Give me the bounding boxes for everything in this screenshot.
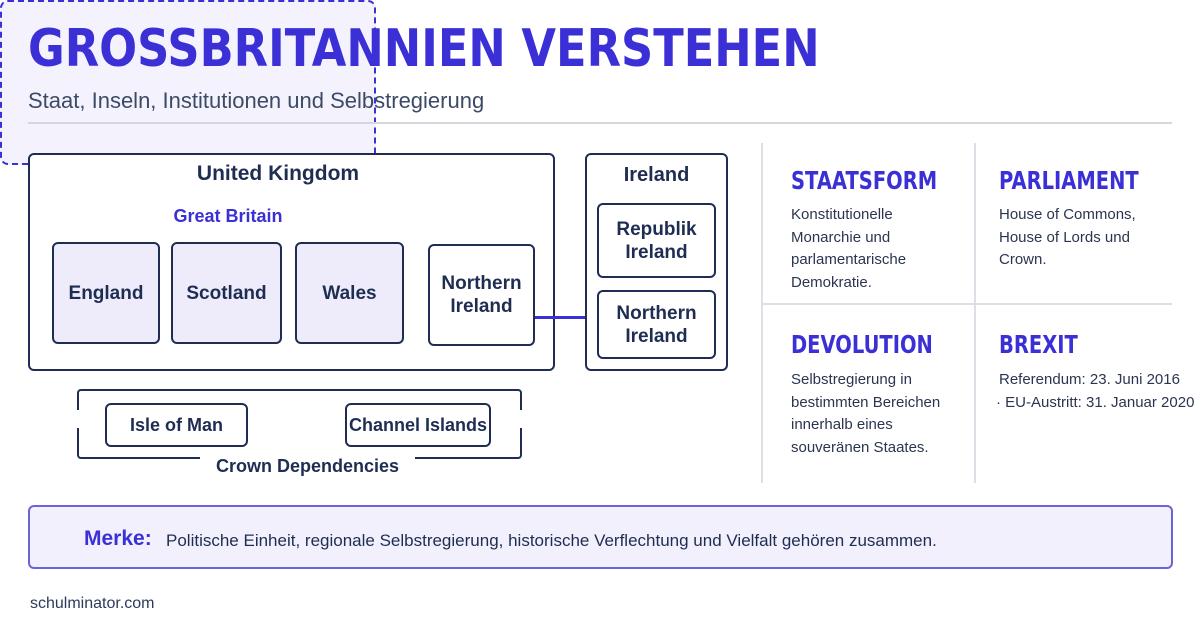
northern-ireland-uk-box: Northern Ireland (428, 244, 535, 346)
grid-divider-middle (762, 303, 1172, 305)
merke-note-box (28, 505, 1173, 569)
brexit-referendum: Referendum: 23. Juni 2016 (999, 371, 1180, 388)
page-title: GROSSBRITANNIEN VERSTEHEN (28, 19, 820, 79)
brexit-heading: BREXIT (999, 330, 1078, 359)
great-britain-label: Great Britain (173, 206, 283, 226)
scotland-box: Scotland (171, 242, 282, 344)
devolution-text: Selbstregierung in bestimmten Bereichen … (791, 371, 941, 456)
crown-dependencies-label: Crown Dependencies (215, 456, 400, 476)
bracket-gap-left (75, 410, 80, 428)
merke-text: Politische Einheit, regionale Selbstregi… (166, 531, 937, 550)
bracket-gap-right (519, 410, 524, 428)
republik-ireland-box: Republik Ireland (597, 203, 716, 278)
merke-label: Merke: (84, 527, 152, 550)
northern-ireland-connector (535, 316, 598, 319)
footer-site: schulminator.com (30, 595, 155, 612)
staatsform-text: Konstitutionelle Monarchie und parlament… (791, 206, 907, 291)
parliament-heading: PARLIAMENT (999, 166, 1139, 195)
staatsform-heading: STAATSFORM (791, 166, 938, 195)
isle-of-man-box: Isle of Man (105, 403, 248, 447)
england-box: England (52, 242, 160, 344)
bracket-gap-bottom (200, 456, 415, 461)
header-divider (28, 122, 1172, 124)
northern-ireland-island-box: Northern Ireland (597, 290, 716, 359)
great-britain-container (0, 0, 376, 165)
devolution-heading: DEVOLUTION (791, 330, 933, 359)
grid-divider-center (974, 143, 976, 483)
page-subtitle: Staat, Inseln, Institutionen und Selbstr… (28, 88, 485, 113)
uk-label: United Kingdom (196, 162, 360, 185)
ireland-label: Ireland (623, 164, 690, 186)
channel-islands-box: Channel Islands (345, 403, 491, 447)
parliament-text: House of Commons, House of Lords und Cro… (999, 206, 1136, 268)
brexit-exit-date: · EU-Austritt: 31. Januar 2020 (996, 394, 1195, 411)
grid-divider-left (761, 143, 763, 483)
wales-box: Wales (295, 242, 404, 344)
